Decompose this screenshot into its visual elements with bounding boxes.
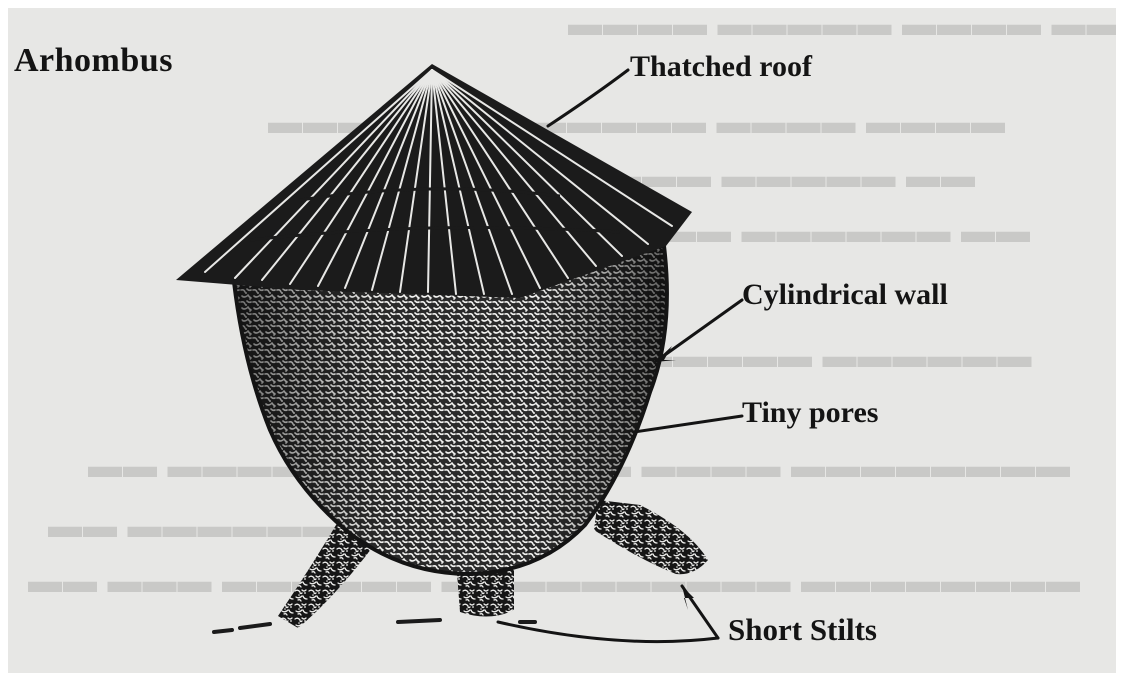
stilts-arrow-icon — [682, 586, 694, 610]
label-tiny-pores: Tiny pores — [742, 396, 878, 430]
label-cylindrical-wall: Cylindrical wall — [742, 278, 948, 312]
stilt-right — [594, 500, 708, 574]
label-short-stilts: Short Stilts — [728, 612, 877, 648]
diagram-title: Arhombus — [14, 42, 173, 80]
ground-marks — [214, 620, 535, 632]
label-thatched-roof: Thatched roof — [630, 50, 812, 84]
thatched-roof-shape — [176, 64, 692, 298]
pores-leader-line — [634, 416, 742, 432]
roof-leader-line — [548, 70, 628, 126]
stilts-leader-line-center — [498, 622, 718, 642]
